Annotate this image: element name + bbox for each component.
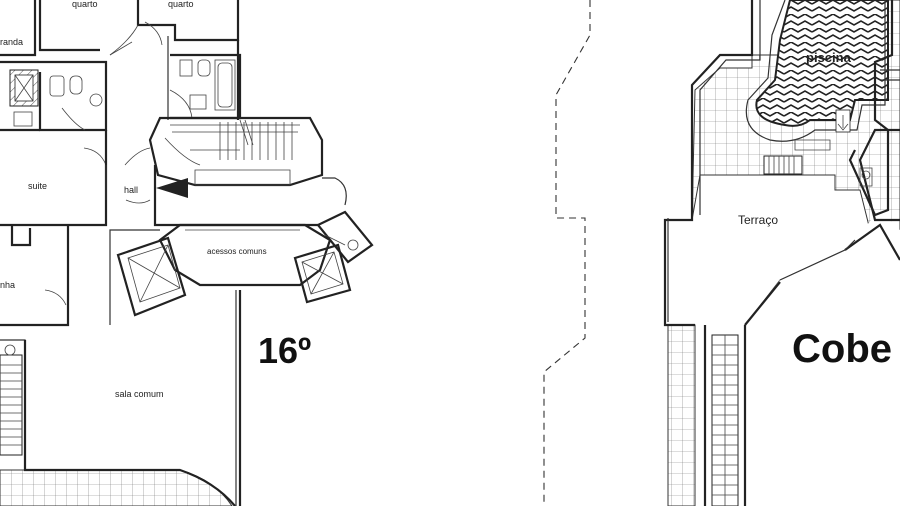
stair-cobertura bbox=[703, 325, 747, 506]
room-label-terraco: Terraço bbox=[738, 213, 778, 227]
room-label-quarto-2: quarto bbox=[168, 0, 194, 9]
elevator-left bbox=[116, 236, 187, 317]
entrance-arrow bbox=[156, 178, 188, 198]
service-shaft bbox=[316, 210, 374, 264]
floor-label-16: 16º bbox=[258, 330, 311, 371]
room-label-varanda: randa bbox=[0, 37, 23, 47]
room-label-cozinha: nha bbox=[0, 280, 15, 290]
room-label-acessos-comuns: acessos comuns bbox=[207, 247, 267, 256]
swimming-pool bbox=[745, 0, 889, 142]
floor-label-cobertura: Cobe bbox=[792, 327, 892, 371]
room-label-hall: hall bbox=[124, 185, 138, 195]
plan-16-floor: quarto quarto randa suite hall acessos c… bbox=[0, 0, 374, 506]
elevator-right bbox=[293, 243, 352, 304]
stair-lower-left bbox=[0, 354, 23, 456]
break-line bbox=[543, 0, 591, 506]
room-label-piscina: piscina bbox=[806, 50, 852, 65]
room-label-suite: suite bbox=[28, 181, 47, 191]
central-staircase bbox=[148, 116, 324, 187]
plan-cobertura: piscina Terraço Cobe bbox=[663, 0, 900, 506]
room-label-sala-comum: sala comum bbox=[115, 389, 164, 399]
pool-steps bbox=[763, 139, 831, 175]
room-label-quarto-1: quarto bbox=[72, 0, 98, 9]
